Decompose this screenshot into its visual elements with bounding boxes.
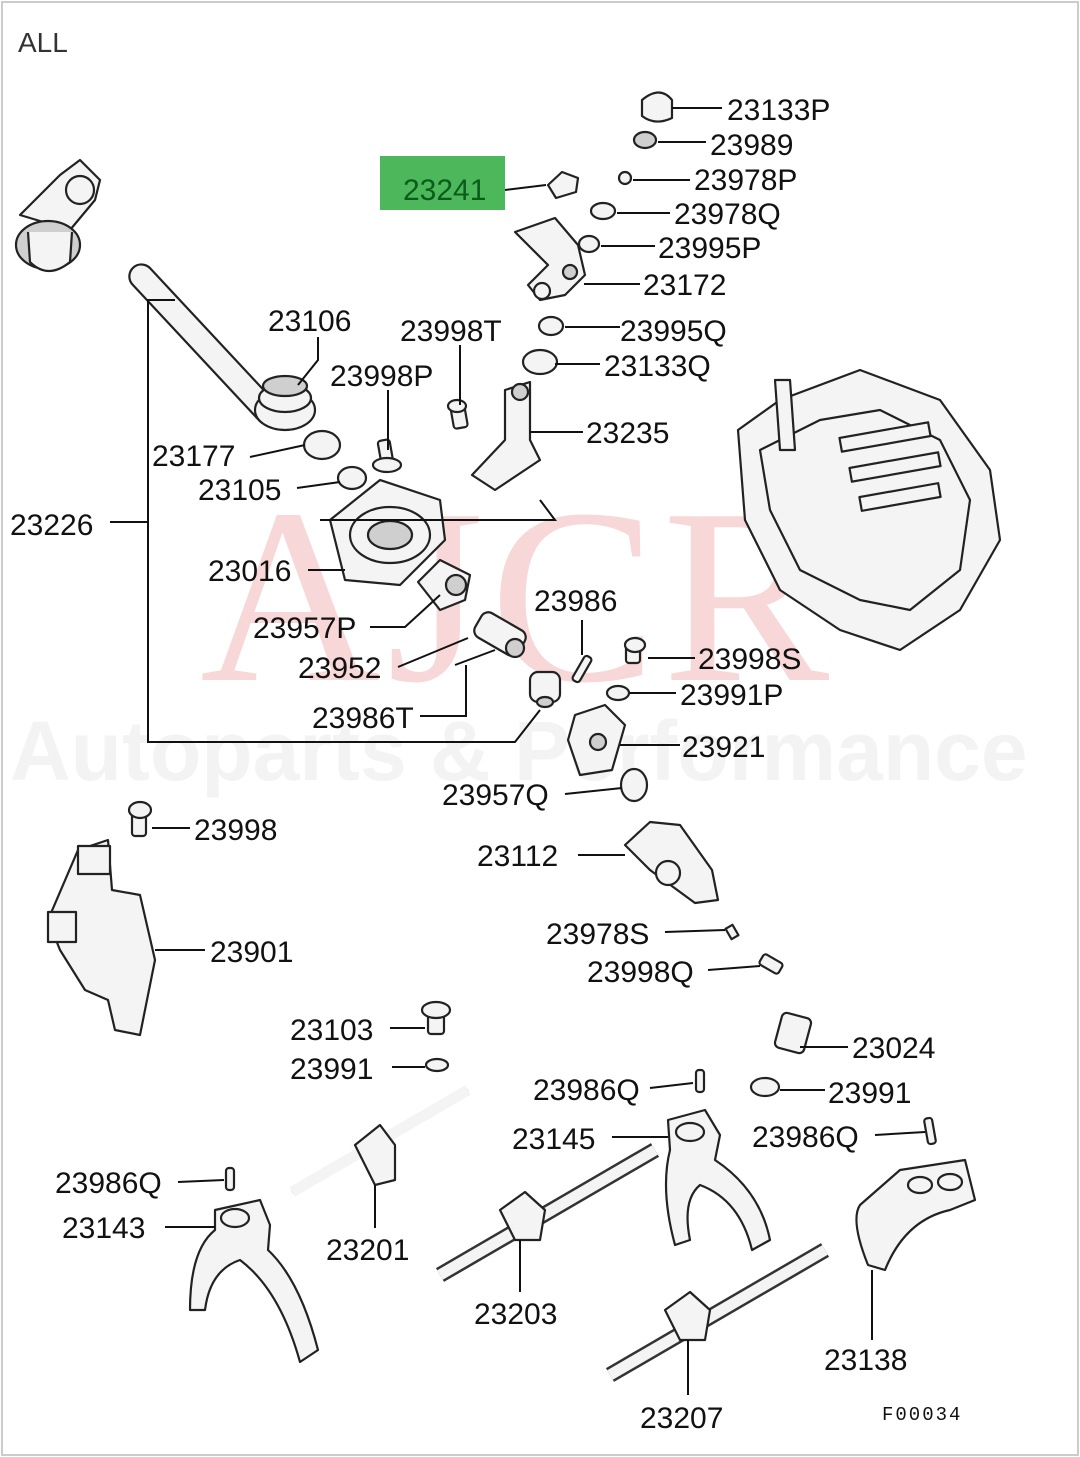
label-23207[interactable]: 23207 — [640, 1402, 723, 1435]
label-23998S[interactable]: 23998S — [698, 643, 801, 676]
label-23024[interactable]: 23024 — [852, 1032, 935, 1065]
bracket — [46, 800, 157, 1037]
transmission-case — [736, 368, 1002, 652]
label-23998P[interactable]: 23998P — [330, 360, 433, 393]
label-23991-right[interactable]: 23991 — [828, 1077, 911, 1110]
label-23241-highlighted[interactable]: 23241 — [403, 174, 486, 207]
label-23998T[interactable]: 23998T — [400, 315, 502, 348]
parts-drawings — [14, 91, 1002, 1382]
label-23991P[interactable]: 23991P — [680, 679, 783, 712]
watermark-brand: AJCR — [200, 458, 835, 735]
label-23226[interactable]: 23226 — [10, 509, 93, 542]
label-23016[interactable]: 23016 — [208, 555, 291, 588]
label-23112[interactable]: 23112 — [477, 840, 558, 873]
upper-selector-parts — [446, 91, 674, 492]
label-23235[interactable]: 23235 — [586, 417, 669, 450]
label-23995Q[interactable]: 23995Q — [620, 315, 727, 348]
label-23177[interactable]: 23177 — [152, 440, 235, 473]
label-23986Q-right[interactable]: 23986Q — [752, 1121, 859, 1154]
label-23986Q-center[interactable]: 23986Q — [533, 1074, 640, 1107]
label-23986T[interactable]: 23986T — [312, 702, 414, 735]
label-23998[interactable]: 23998 — [194, 814, 277, 847]
leader-lines — [110, 107, 926, 1395]
label-23203[interactable]: 23203 — [474, 1298, 557, 1331]
label-23172[interactable]: 23172 — [643, 269, 726, 302]
shift-block — [528, 670, 562, 709]
label-23105[interactable]: 23105 — [198, 474, 281, 507]
label-23145[interactable]: 23145 — [512, 1123, 595, 1156]
label-23986Q-left[interactable]: 23986Q — [55, 1167, 162, 1200]
label-23978S[interactable]: 23978S — [546, 918, 649, 951]
interlock-lever — [454, 611, 527, 666]
label-23995P[interactable]: 23995P — [658, 232, 761, 265]
boot-and-bushings — [253, 374, 403, 491]
label-23138[interactable]: 23138 — [824, 1344, 907, 1377]
label-23921[interactable]: 23921 — [682, 731, 765, 764]
roll-pins — [224, 1068, 937, 1192]
label-23133P[interactable]: 23133P — [727, 94, 830, 127]
shift-forks — [188, 1108, 977, 1364]
label-23978P[interactable]: 23978P — [694, 164, 797, 197]
switch-and-washer — [749, 1011, 813, 1098]
watermark: Autoparts & Performance AJCR — [10, 458, 1028, 798]
right-mid-parts — [566, 636, 649, 803]
spring — [416, 558, 472, 612]
watermark-tagline: Autoparts & Performance — [10, 704, 1028, 798]
bolt-and-washer-center — [420, 1000, 452, 1073]
label-23143[interactable]: 23143 — [62, 1212, 145, 1245]
label-23106[interactable]: 23106 — [268, 305, 351, 338]
label-23957P[interactable]: 23957P — [253, 612, 356, 645]
part-labels: 23133P 23989 23241 23978P 23978Q 23995P … — [10, 94, 935, 1435]
label-23133Q[interactable]: 23133Q — [604, 350, 711, 383]
pin — [571, 654, 593, 684]
label-23986[interactable]: 23986 — [534, 585, 617, 618]
label-23991-left[interactable]: 23991 — [290, 1053, 373, 1086]
label-23978Q[interactable]: 23978Q — [674, 198, 781, 231]
label-23989[interactable]: 23989 — [710, 129, 793, 162]
highlighted-part-box — [380, 156, 505, 210]
label-23998Q[interactable]: 23998Q — [587, 956, 694, 989]
selector-cover — [623, 820, 720, 905]
filter-label: ALL — [18, 27, 68, 58]
label-23201[interactable]: 23201 — [326, 1234, 409, 1267]
small-fasteners — [724, 923, 784, 975]
label-23952[interactable]: 23952 — [298, 652, 381, 685]
figure-code: F00034 — [882, 1404, 962, 1426]
label-23957Q[interactable]: 23957Q — [442, 779, 549, 812]
shift-lever-assembly — [14, 158, 282, 426]
shift-rods — [289, 1085, 830, 1382]
label-23103[interactable]: 23103 — [290, 1014, 373, 1047]
label-23901[interactable]: 23901 — [210, 936, 293, 969]
